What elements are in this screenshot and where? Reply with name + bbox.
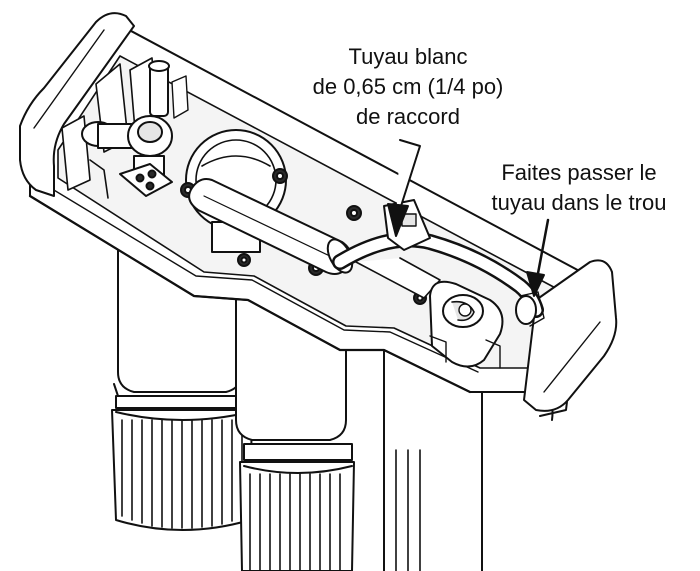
callout-arrow-hose <box>387 139 421 237</box>
terminal-block <box>119 163 173 197</box>
callout-white-hose-line-1: Tuyau blanc <box>348 44 468 69</box>
callout-arrow-hole <box>526 218 550 297</box>
callout-white-hose: Tuyau blanc de 0,65 cm (1/4 po) de racco… <box>292 42 524 132</box>
callout-hole-line-1: Faites passer le <box>501 160 657 185</box>
callout-white-hose-line-3: de raccord <box>356 104 460 129</box>
pass-through-hole <box>515 291 545 327</box>
end-cap-left <box>19 12 135 197</box>
callout-hole: Faites passer le tuyau dans le trou <box>460 158 698 218</box>
end-cap-right <box>523 259 618 412</box>
callout-white-hose-line-2: de 0,65 cm (1/4 po) <box>312 74 504 99</box>
callout-hole-line-2: tuyau dans le trou <box>491 190 667 215</box>
upright-post <box>148 60 189 119</box>
right-valve-block <box>429 280 504 369</box>
